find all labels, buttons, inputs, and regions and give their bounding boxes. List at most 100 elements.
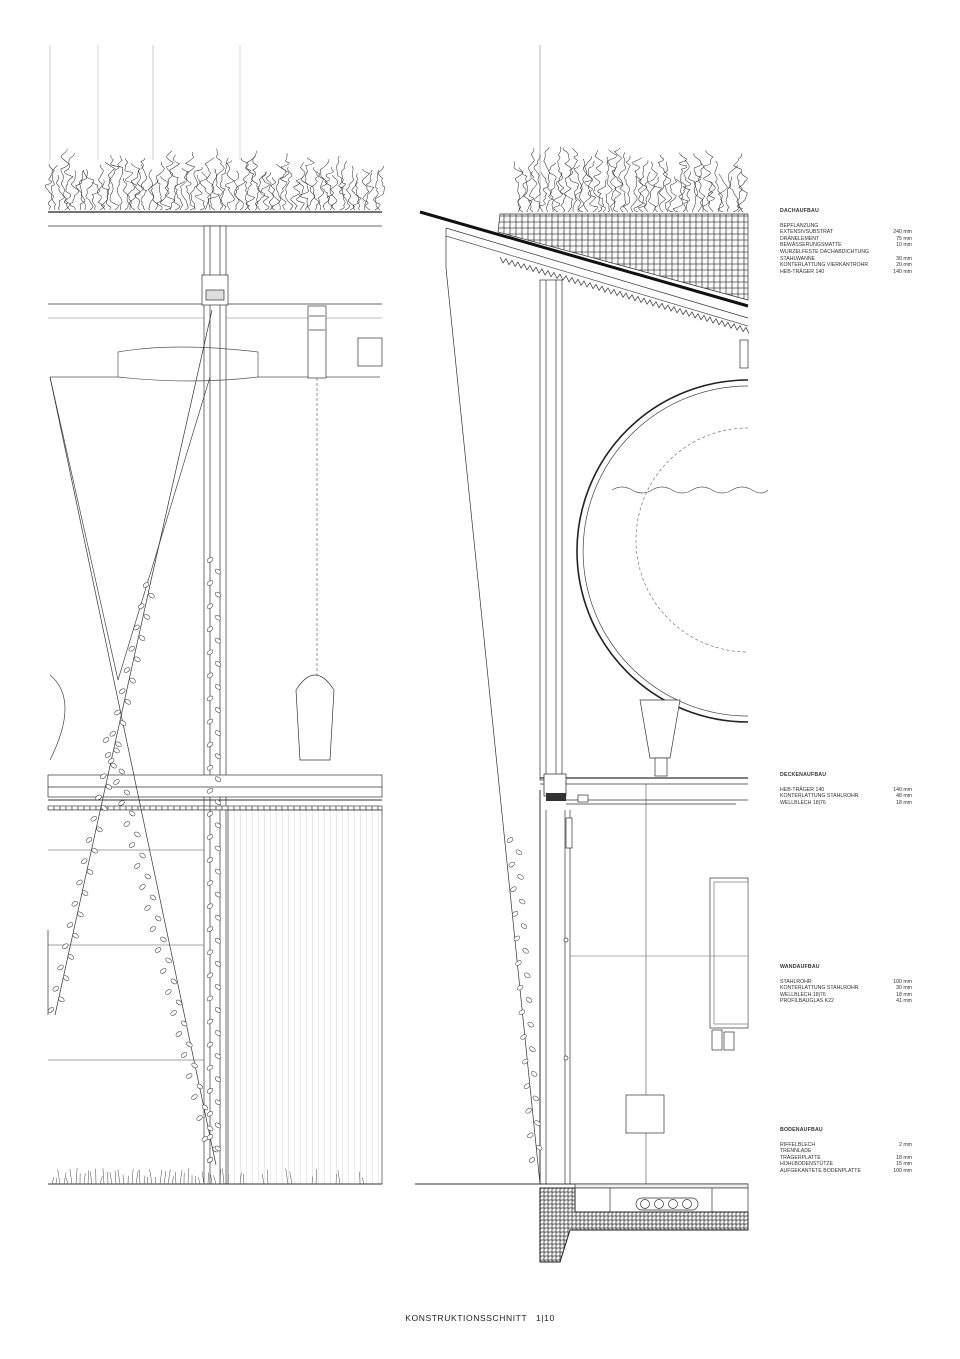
grass-blade bbox=[315, 1169, 317, 1185]
leaf bbox=[520, 1034, 527, 1040]
leaf bbox=[123, 789, 131, 796]
leaf bbox=[536, 1144, 543, 1151]
leaf bbox=[214, 845, 222, 852]
leaf bbox=[206, 603, 214, 609]
leaf bbox=[102, 737, 110, 743]
foliage-stroke bbox=[630, 175, 638, 213]
leaf bbox=[154, 947, 162, 953]
right-section bbox=[415, 45, 769, 1263]
foliage-stroke bbox=[219, 157, 229, 211]
foliage-stroke bbox=[91, 181, 101, 211]
foliage-stroke bbox=[607, 149, 618, 213]
grass-blade bbox=[167, 1169, 171, 1185]
foliage-stroke bbox=[295, 175, 305, 211]
foliage-stroke bbox=[75, 170, 86, 211]
leaf bbox=[532, 1095, 539, 1102]
grass-blade bbox=[311, 1176, 314, 1185]
legend-row-label: DRÄNELEMENT bbox=[780, 235, 820, 242]
foliage-stroke bbox=[319, 159, 330, 211]
foliage-stroke bbox=[361, 168, 371, 211]
leaf bbox=[144, 905, 151, 911]
grass-blade bbox=[159, 1169, 163, 1185]
foliage-stroke bbox=[605, 156, 613, 213]
foliage-stroke bbox=[199, 171, 212, 211]
legend-heading: DACHAUFBAU bbox=[780, 208, 819, 214]
leaf bbox=[206, 1134, 214, 1140]
leaf bbox=[118, 800, 125, 806]
grass-blade bbox=[69, 1169, 73, 1185]
leaf bbox=[62, 943, 69, 949]
legend-row-value: 15 mm bbox=[896, 1161, 912, 1168]
grass-blade bbox=[89, 1171, 93, 1185]
grass-blade bbox=[207, 1172, 209, 1185]
leaf bbox=[206, 1157, 214, 1163]
grass-blade bbox=[114, 1170, 117, 1185]
leaf bbox=[191, 1062, 198, 1069]
leaf bbox=[206, 811, 214, 817]
foliage-stroke bbox=[374, 165, 386, 211]
legend-row-label: BEWÄSSERUNGSMATTE bbox=[780, 242, 842, 249]
grass-blade bbox=[131, 1168, 134, 1185]
foliage-stroke bbox=[672, 179, 683, 213]
leaf bbox=[518, 1009, 525, 1016]
leaf bbox=[214, 1007, 222, 1013]
foliage-stroke bbox=[204, 157, 215, 211]
foliage-stroke bbox=[275, 164, 287, 211]
legend-row-label: KONTERLATTUNG VIERKANTROHR bbox=[780, 262, 869, 269]
grass-blade bbox=[219, 1169, 221, 1185]
foliage-stroke bbox=[562, 147, 574, 213]
legend-row: TRENNLADE bbox=[780, 1148, 912, 1155]
leaf bbox=[139, 635, 146, 641]
foliage-stroke bbox=[682, 159, 692, 213]
foliage-stroke bbox=[364, 169, 375, 211]
foliage-stroke bbox=[185, 151, 195, 211]
foliage-stroke bbox=[733, 153, 743, 213]
foliage-stroke bbox=[543, 147, 554, 213]
leaf bbox=[129, 677, 136, 684]
foliage-stroke bbox=[209, 168, 220, 211]
leaf bbox=[214, 891, 222, 898]
leaf bbox=[71, 901, 78, 907]
leaf bbox=[118, 768, 125, 775]
foliage-stroke bbox=[667, 176, 678, 213]
foliage-stroke bbox=[156, 161, 165, 211]
leaf bbox=[142, 582, 150, 588]
leaf bbox=[165, 989, 172, 995]
foliage-stroke bbox=[725, 176, 732, 213]
foliage-stroke bbox=[329, 174, 338, 211]
foliage-stroke bbox=[254, 171, 267, 211]
leaf bbox=[124, 699, 131, 705]
leaf bbox=[85, 837, 93, 843]
foliage-stroke bbox=[558, 172, 566, 213]
leaf bbox=[214, 1099, 222, 1106]
legend-row-value: 48 mm bbox=[896, 793, 912, 800]
foliage-stroke bbox=[140, 164, 148, 211]
leaf bbox=[214, 961, 222, 967]
leaf bbox=[72, 932, 79, 939]
leaf bbox=[214, 1145, 222, 1152]
legend-row-value: 100 mm bbox=[893, 978, 912, 985]
leaf bbox=[524, 972, 531, 979]
leaf bbox=[214, 684, 222, 690]
leaf bbox=[206, 949, 214, 956]
leaf bbox=[515, 849, 522, 856]
leaf bbox=[206, 672, 214, 679]
foliage-stroke bbox=[714, 160, 723, 213]
grass-blade bbox=[239, 1172, 242, 1185]
legend-row-value: 20 mm bbox=[896, 262, 912, 269]
leaf bbox=[91, 847, 98, 854]
leaf bbox=[138, 603, 145, 609]
foliage-stroke bbox=[335, 156, 346, 211]
leaf bbox=[515, 960, 522, 966]
leaf bbox=[47, 1007, 55, 1013]
climbing-plants-left bbox=[47, 557, 222, 1163]
grass-blade bbox=[174, 1171, 177, 1185]
grass-blade bbox=[242, 1173, 245, 1185]
grass-blade bbox=[143, 1175, 146, 1185]
